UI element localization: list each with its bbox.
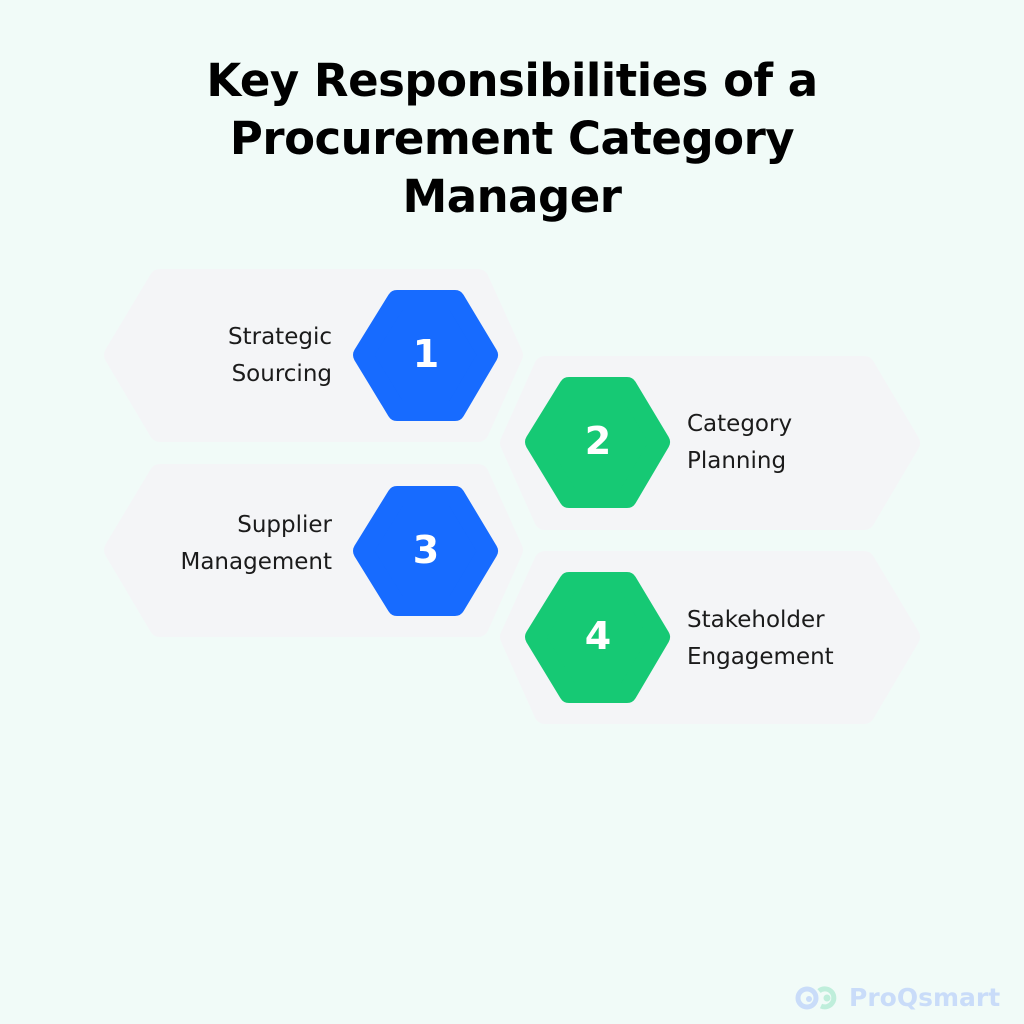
logo-icon	[795, 985, 837, 1009]
hexagon-3	[353, 486, 498, 616]
title-line-1: Key Responsibilities of a	[206, 54, 818, 107]
hexagon-4	[525, 572, 670, 703]
page-title: Key Responsibilities of a Procurement Ca…	[0, 52, 1024, 226]
hexagon-2	[525, 377, 670, 508]
title-line-3: Manager	[402, 170, 622, 223]
item-1-number: 1	[412, 332, 440, 376]
title-line-2: Procurement Category	[229, 112, 795, 165]
item-4-number: 4	[584, 614, 612, 658]
logo-text: ProQsmart	[849, 983, 1001, 1012]
hexagon-1	[353, 290, 498, 421]
item-3-number: 3	[412, 528, 440, 572]
proqsmart-logo: ProQsmart	[795, 983, 1000, 1012]
item-2-number: 2	[584, 419, 612, 463]
